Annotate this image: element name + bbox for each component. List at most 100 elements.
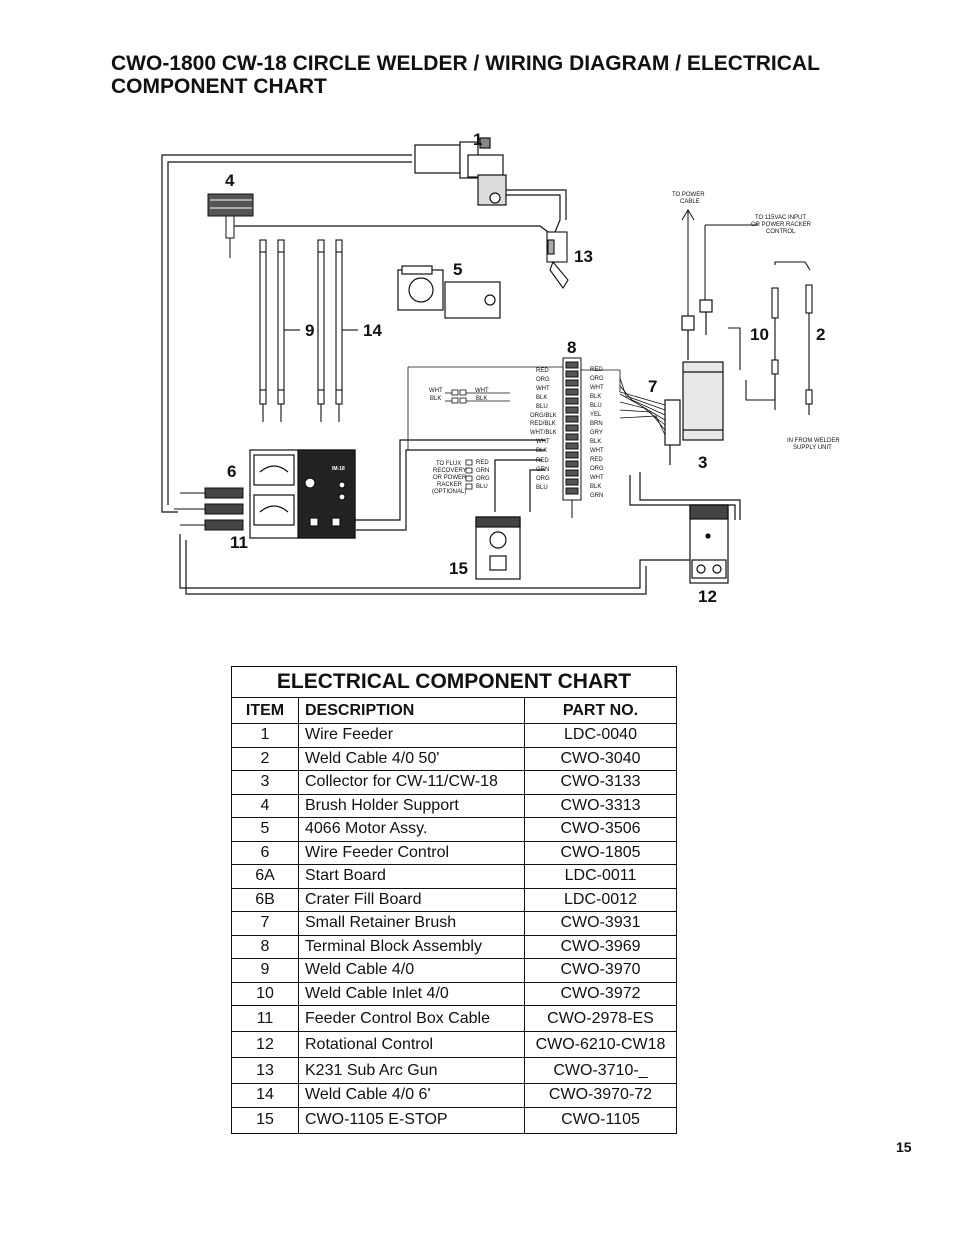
- svg-text:BLU: BLU: [536, 485, 548, 491]
- svg-text:YEL: YEL: [590, 412, 602, 418]
- feeder-control-connectors: [174, 487, 244, 531]
- note-to-power-cable-2: CABLE: [680, 199, 700, 205]
- sub-arc-gun: [546, 231, 569, 289]
- callout-2: 2: [816, 325, 825, 344]
- svg-text:BLK: BLK: [430, 396, 441, 402]
- svg-text:RED: RED: [590, 367, 603, 373]
- callout-15: 15: [449, 559, 468, 578]
- svg-text:RED: RED: [536, 458, 549, 464]
- cable-loop-bottom: [179, 534, 695, 589]
- wiring-diagram: 1 4 9 14 5: [161, 130, 840, 606]
- svg-text:ORG: ORG: [476, 476, 490, 482]
- cable-loop-left: [161, 154, 412, 513]
- header-description: DESCRIPTION: [298, 697, 525, 724]
- svg-text:RED: RED: [590, 457, 603, 463]
- svg-text:BRN: BRN: [590, 421, 603, 427]
- chart-title: ELECTRICAL COMPONENT CHART: [231, 666, 677, 698]
- terminal-block: [562, 357, 582, 518]
- svg-text:WHT: WHT: [475, 388, 489, 394]
- svg-text:BLK: BLK: [590, 394, 601, 400]
- svg-text:BLK: BLK: [536, 448, 547, 454]
- page-title-line-2: COMPONENT CHART: [111, 75, 327, 98]
- svg-text:OR POWER: OR POWER: [433, 475, 467, 481]
- page-title-line-1: CWO-1800 CW-18 CIRCLE WELDER / WIRING DI…: [111, 52, 820, 75]
- svg-text:BLK: BLK: [590, 439, 601, 445]
- cable-feeder-gun: [505, 194, 561, 233]
- svg-text:GRN: GRN: [590, 493, 603, 499]
- svg-text:WHT/BLK: WHT/BLK: [530, 430, 557, 436]
- note-input-1: TO 115VAC INPUT: [755, 215, 806, 221]
- rotational-control: [689, 504, 729, 584]
- svg-text:WHT: WHT: [590, 385, 604, 391]
- svg-text:BLU: BLU: [536, 404, 548, 410]
- note-input-2: OR POWER RACKER: [751, 222, 812, 228]
- note-to-power-cable-1: TO POWER: [672, 192, 705, 198]
- svg-text:RED/BLK: RED/BLK: [530, 421, 556, 427]
- page-title: CWO-1800 CW-18 CIRCLE WELDER / WIRING DI…: [111, 52, 911, 98]
- svg-text:WHT: WHT: [590, 448, 604, 454]
- weld-cables: [259, 239, 358, 422]
- svg-text:WHT: WHT: [536, 439, 550, 445]
- svg-text:ORG: ORG: [536, 476, 550, 482]
- callout-9: 9: [305, 321, 314, 340]
- control-badge: IM-18: [332, 466, 345, 472]
- collector: [664, 299, 724, 465]
- callout-1: 1: [473, 130, 482, 149]
- svg-text:BLU: BLU: [476, 484, 488, 490]
- callout-6: 6: [227, 462, 236, 481]
- svg-text:RACKER: RACKER: [437, 482, 463, 488]
- header-item: ITEM: [231, 697, 299, 724]
- svg-text:BLU: BLU: [590, 403, 602, 409]
- wire-feeder-control: [249, 449, 356, 539]
- electrical-component-chart: ELECTRICAL COMPONENT CHART ITEM DESCRIPT…: [231, 666, 677, 1134]
- svg-text:TO FLUX: TO FLUX: [436, 461, 461, 467]
- callout-14: 14: [363, 321, 382, 340]
- svg-text:BLK: BLK: [590, 484, 601, 490]
- svg-text:WHT: WHT: [590, 475, 604, 481]
- svg-text:GRN: GRN: [476, 468, 489, 474]
- note-input-3: CONTROL: [766, 229, 796, 235]
- svg-text:WHT: WHT: [429, 388, 443, 394]
- callout-3: 3: [698, 453, 707, 472]
- weld-inlet-cables: [728, 261, 813, 415]
- svg-text:ORG: ORG: [536, 377, 550, 383]
- svg-text:BLK: BLK: [476, 396, 487, 402]
- motor-wire-connectors: [445, 389, 510, 404]
- note-from-welder-2: SUPPLY UNIT: [793, 445, 832, 451]
- callout-7: 7: [648, 377, 657, 396]
- callout-8: 8: [567, 338, 576, 357]
- callout-11: 11: [230, 533, 248, 552]
- svg-text:(OPTIONAL): (OPTIONAL): [432, 489, 466, 495]
- callout-4: 4: [225, 171, 235, 190]
- chart-header-row: ITEM DESCRIPTION PART NO.: [231, 697, 677, 724]
- note-from-welder-1: IN FROM WELDER: [787, 438, 840, 444]
- svg-text:GRN: GRN: [536, 467, 549, 473]
- svg-text:WHT: WHT: [536, 386, 550, 392]
- motor-assembly: [397, 265, 501, 319]
- page-number: 15: [896, 1139, 912, 1155]
- svg-text:ORG/BLK: ORG/BLK: [530, 413, 557, 419]
- callout-12: 12: [698, 587, 717, 606]
- terminal-wire-labels-right: RED ORG WHT BLK BLU YEL BRN GRY BLK WHT …: [590, 367, 604, 499]
- svg-text:ORG: ORG: [590, 376, 604, 382]
- svg-text:RED: RED: [476, 460, 489, 466]
- svg-text:ORG: ORG: [590, 466, 604, 472]
- svg-text:RED: RED: [536, 368, 549, 374]
- callout-13: 13: [574, 247, 593, 266]
- callout-5: 5: [453, 260, 462, 279]
